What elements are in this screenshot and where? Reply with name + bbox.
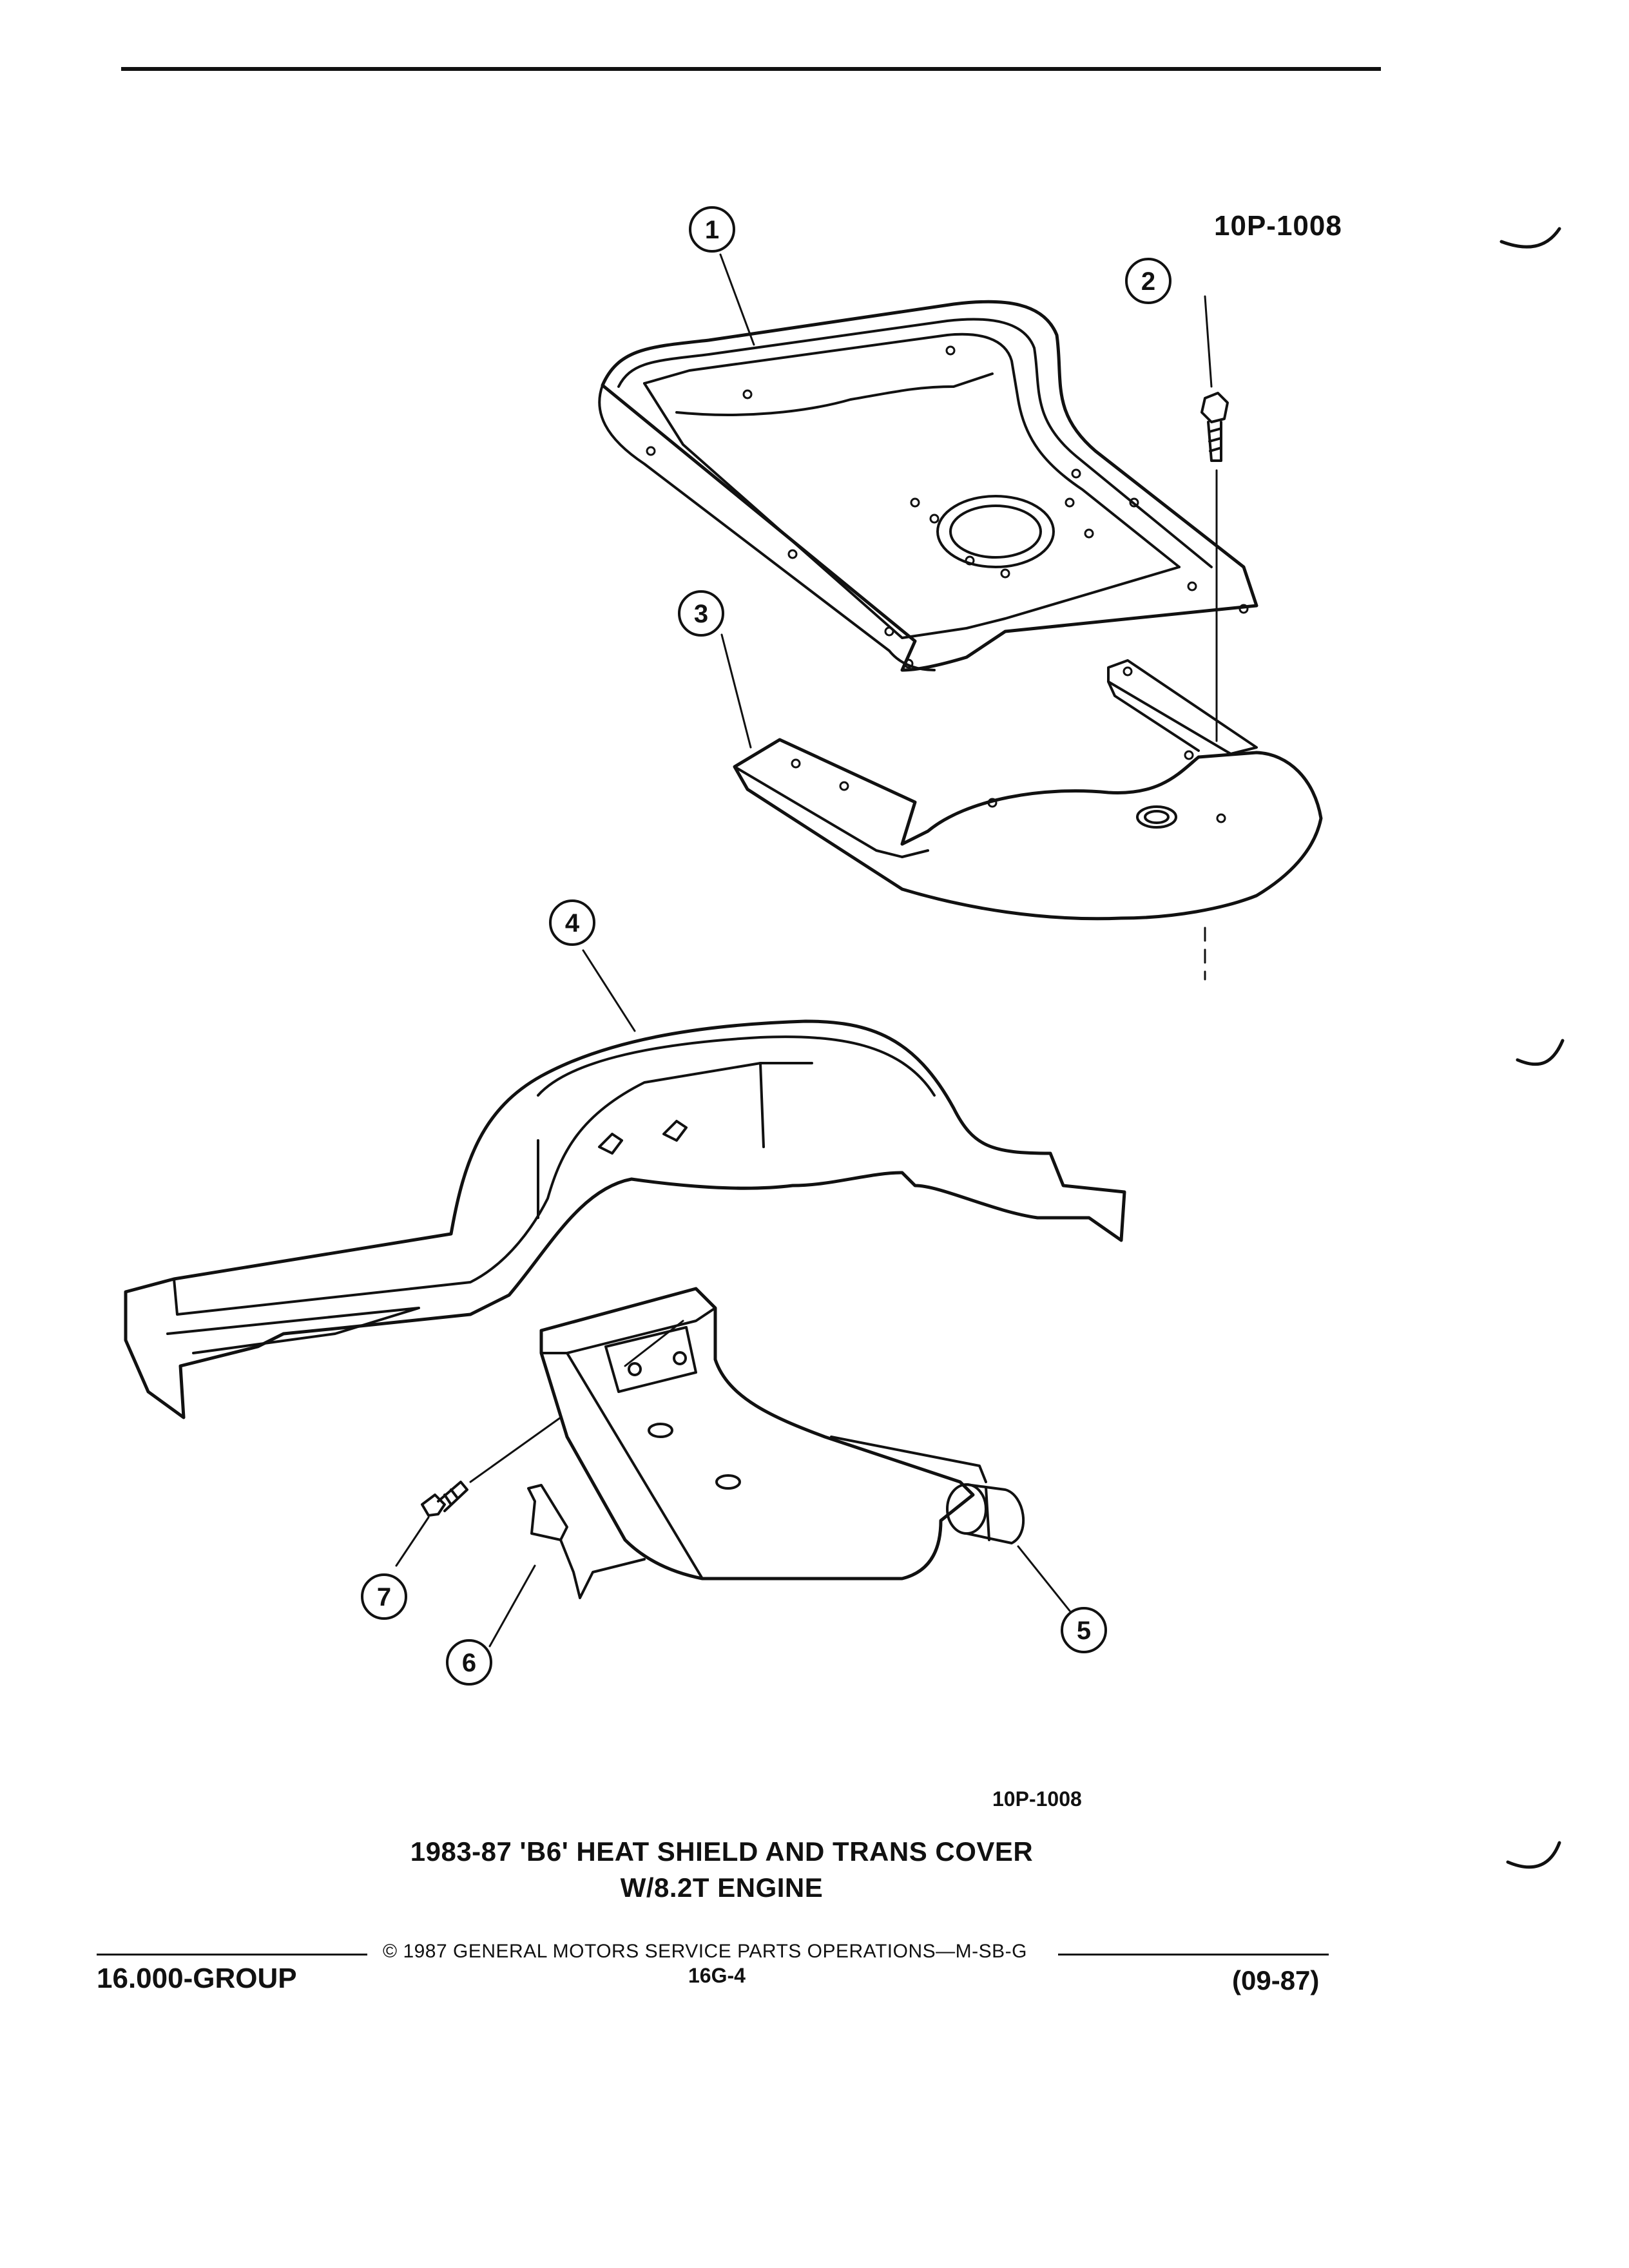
svg-text:2: 2 [1141, 267, 1155, 296]
callout-3: 3 [678, 590, 724, 637]
part-7-screw [421, 1416, 562, 1517]
svg-text:3: 3 [694, 600, 708, 628]
part-5-duct [946, 1483, 1025, 1544]
figure-ref-top: 10P-1008 [1214, 210, 1342, 242]
callout-circles: 1 2 3 4 5 6 7 [361, 206, 1171, 1686]
callout-5: 5 [1061, 1607, 1107, 1653]
footer-date: (09-87) [1232, 1965, 1320, 1995]
binder-marks [1499, 227, 1565, 1869]
footer-group: 16.000-GROUP [97, 1963, 297, 1994]
callout-6: 6 [446, 1639, 492, 1686]
callout-2: 2 [1125, 258, 1171, 304]
part-1-heat-shield [598, 300, 1258, 672]
figure-title: 1983-87 'B6' HEAT SHIELD AND TRANS COVER… [361, 1834, 1083, 1906]
header-rule [121, 67, 1381, 71]
part-3-lower-shield [733, 659, 1323, 981]
callout-1: 1 [689, 206, 735, 253]
part-6-housing [527, 1287, 987, 1599]
figure-ref-bottom: 10P-1008 [992, 1787, 1082, 1811]
footer-rule-right [1058, 1954, 1329, 1956]
callout-4: 4 [549, 899, 595, 946]
svg-text:7: 7 [377, 1583, 391, 1611]
svg-text:5: 5 [1077, 1617, 1091, 1645]
footer-page-number: 16G-4 [688, 1964, 746, 1987]
footer-rule-left [97, 1954, 367, 1956]
svg-text:4: 4 [565, 909, 580, 937]
part-4-tunnel-shield [124, 1019, 1126, 1419]
footer-copyright: © 1987 GENERAL MOTORS SERVICE PARTS OPER… [383, 1941, 1027, 1962]
figure-title-line-1: 1983-87 'B6' HEAT SHIELD AND TRANS COVER [410, 1836, 1034, 1867]
callout-7: 7 [361, 1573, 407, 1620]
part-2-bolt [1200, 392, 1229, 742]
svg-text:6: 6 [462, 1649, 476, 1677]
figure-title-line-2: W/8.2T ENGINE [620, 1872, 824, 1903]
leader-lines [395, 253, 1213, 1648]
svg-text:1: 1 [705, 216, 719, 244]
